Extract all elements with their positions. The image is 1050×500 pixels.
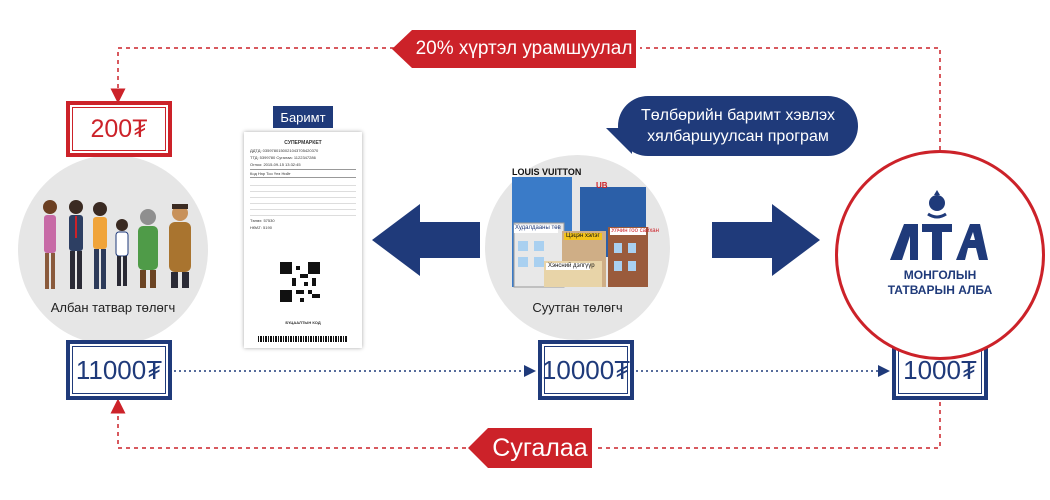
- bottom-loop-line: [594, 402, 941, 449]
- sign-store: Хэнсний дэлгүүр: [548, 263, 595, 269]
- bottom-loop-line-left: [110, 398, 466, 449]
- bubble-line-1: Төлбөрийн баримт хэвлэх: [640, 107, 836, 124]
- qr-code-icon: [280, 262, 320, 302]
- receipt-line: Код Нэр Тоо Үнэ Нийт: [250, 169, 356, 178]
- bubble-line-2: хялбаршуулсан програм: [647, 128, 829, 145]
- tax-office-name: МОНГОЛЫН ТАТВАРЫН АЛБА: [835, 268, 1045, 298]
- sign-louis-vuitton: LOUIS VUITTON: [512, 167, 582, 177]
- incentive-amount-box: 200₮: [66, 101, 172, 157]
- arrow-left: [372, 204, 480, 276]
- receipt-line: БҮЦААЛТЫН КОД: [285, 320, 321, 325]
- receipt-line: ТТД: 5399780 Сугалаа: 1122347286: [250, 155, 316, 160]
- receipt-line: ДДТД: 0359780150021043705420370: [250, 148, 319, 153]
- lottery-tag: Сугалаа: [468, 428, 592, 468]
- sign-shop-2: Цэцэн хэлэг: [566, 233, 600, 239]
- incentive-text: 20% хүртэл урамшуулал: [415, 38, 633, 59]
- people-illustration: [43, 200, 191, 289]
- software-bubble: Төлбөрийн баримт хэвлэх хялбаршуулсан пр…: [618, 96, 858, 156]
- tax-office-logo-icon: [890, 190, 988, 260]
- sign-shopping-center: Худалдааны төв: [515, 225, 561, 231]
- arrow-right: [712, 204, 820, 276]
- lottery-text: Сугалаа: [492, 433, 588, 462]
- barcode-icon: [258, 336, 348, 342]
- withholder-amount-box: 10000₮: [538, 340, 634, 400]
- receipt-label: Баримт: [273, 106, 333, 128]
- tax-office-name-line-2: ТАТВАРЫН АЛБА: [887, 283, 993, 297]
- withholder-caption: Суутган төлөгч: [532, 300, 623, 315]
- receipt-title: СУПЕРМАРКЕТ: [284, 140, 322, 146]
- incentive-amount: 200₮: [90, 114, 148, 143]
- receipt-line: НӨАТ: 5190: [250, 225, 272, 230]
- sign-ub: UB: [596, 181, 608, 190]
- sign-beauty: Улчин гоо сайхан: [611, 228, 659, 234]
- incentive-tag: 20% хүртэл урамшуулал: [392, 30, 636, 68]
- top-loop-line: [640, 47, 941, 150]
- top-loop-line-left: [110, 47, 410, 104]
- buildings-illustration: [512, 177, 648, 288]
- taxpayer-amount: 11000₮: [75, 354, 163, 385]
- taxpayer-caption: Албан татвар төлөгч: [50, 300, 176, 315]
- receipt-line: Огноо: 2015-09-15 13:32:45: [250, 162, 301, 167]
- tax-office-name-line-1: МОНГОЛЫН: [903, 268, 977, 282]
- receipt-line: Төлөх: 57530: [250, 218, 275, 223]
- receipt-image: СУПЕРМАРКЕТ ДДТД: 0359780150021043705420…: [244, 132, 362, 348]
- withholder-amount: 10000₮: [541, 354, 631, 385]
- taxpayer-amount-box: 11000₮: [66, 340, 172, 400]
